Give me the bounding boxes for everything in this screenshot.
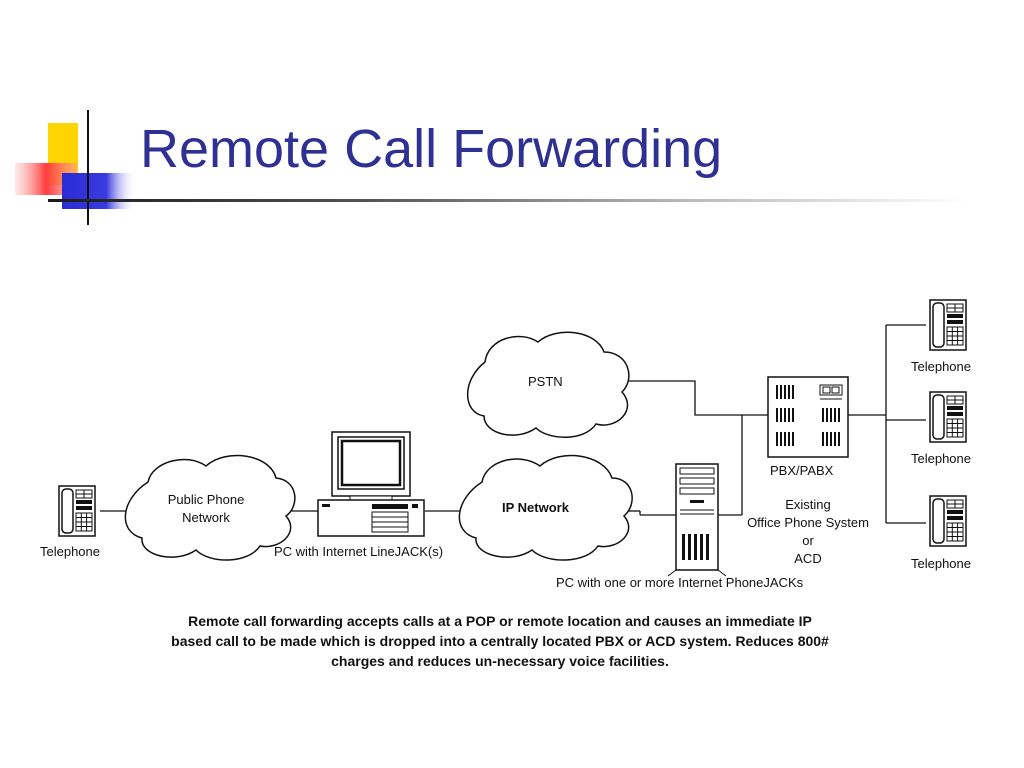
telephone-top-label: Telephone xyxy=(911,359,971,374)
public-phone-network-label-line2: Network xyxy=(182,510,230,525)
public-phone-network-label-line1: Public Phone xyxy=(167,492,245,507)
pbx-icon xyxy=(767,376,849,458)
telephone-middle-label: Telephone xyxy=(911,451,971,466)
pstn-label: PSTN xyxy=(528,374,563,389)
caption-line1: Remote call forwarding accepts calls at … xyxy=(188,613,812,629)
telephone-left-icon xyxy=(58,485,96,537)
page-title: Remote Call Forwarding xyxy=(140,119,723,179)
pbx-label: PBX/PABX xyxy=(770,463,834,478)
telephone-top-icon xyxy=(929,299,967,351)
pstn-cloud xyxy=(466,331,630,438)
existing-system-line2: Office Phone System xyxy=(747,515,869,530)
caption-line2: based call to be made which is dropped i… xyxy=(171,633,829,649)
public-phone-network-cloud xyxy=(124,454,296,561)
title-divider xyxy=(48,199,968,202)
telephone-bottom-icon xyxy=(929,495,967,547)
desktop-pc-icon xyxy=(317,431,425,537)
existing-system-line3: or xyxy=(802,533,814,548)
pc-linejack-label: PC with Internet LineJACK(s) xyxy=(274,544,444,559)
ip-network-label: IP Network xyxy=(502,500,569,515)
pc-phonejacks-label: PC with one or more Internet PhoneJACKs xyxy=(556,575,804,590)
tower-pc-icon xyxy=(667,463,727,577)
caption-line3: charges and reduces un-necessary voice f… xyxy=(331,653,669,669)
telephone-middle-icon xyxy=(929,391,967,443)
telephone-left-label: Telephone xyxy=(40,544,100,559)
diagram-caption: Remote call forwarding accepts calls at … xyxy=(100,611,900,671)
existing-system-line4: ACD xyxy=(794,551,822,566)
ip-network-cloud xyxy=(458,454,633,561)
existing-system-line1: Existing xyxy=(785,497,831,512)
telephone-bottom-label: Telephone xyxy=(911,556,971,571)
